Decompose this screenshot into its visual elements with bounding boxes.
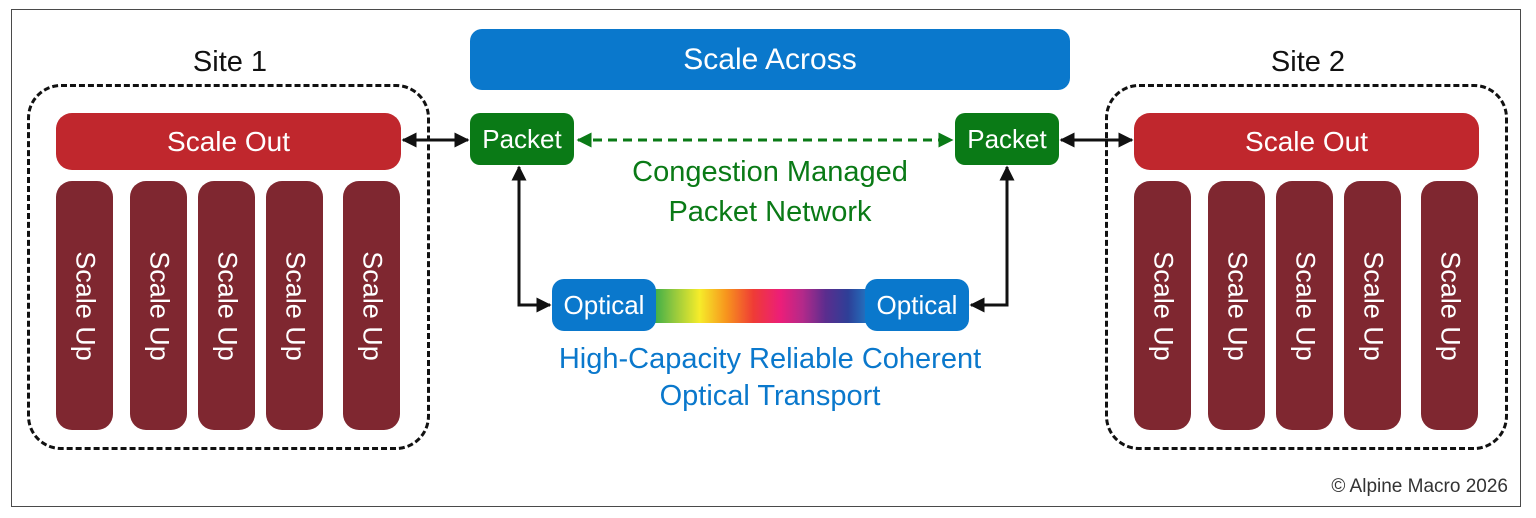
site-2-scale-out: Scale Out (1134, 113, 1479, 170)
site-2-scale-up-2: Scale Up (1208, 181, 1265, 430)
site-1-scale-up-2: Scale Up (130, 181, 187, 430)
packet-node-right: Packet (955, 113, 1059, 165)
packet-label: Packet (482, 123, 562, 154)
site-1-scale-up-1: Scale Up (56, 181, 113, 430)
packet-label: Packet (967, 123, 1047, 154)
arrow-packet-left-to-optical-left (511, 165, 552, 313)
optical-node-right: Optical (865, 279, 969, 331)
site-2-boundary (1105, 84, 1508, 450)
site-2-title: Site 2 (1270, 46, 1346, 78)
diagram-frame (11, 9, 1521, 507)
site-2-scale-up-5: Scale Up (1421, 181, 1478, 430)
site-1-boundary (27, 84, 430, 450)
packet-network-caption: Congestion Managed Packet Network (560, 152, 980, 232)
arrow-packet-right-to-optical-right (969, 165, 1015, 313)
site-1-scale-out-label: Scale Out (167, 125, 290, 157)
optical-transport-caption-line-2: Optical Transport (659, 380, 881, 412)
optical-transport-caption: High-Capacity Reliable Coherent Optical … (500, 341, 1040, 415)
site-2-scale-up-4: Scale Up (1344, 181, 1401, 430)
packet-network-caption-line-2: Packet Network (668, 196, 872, 228)
packet-node-left: Packet (470, 113, 574, 165)
copyright-notice: © Alpine Macro 2026 (1331, 476, 1508, 497)
site-1-scale-up-3: Scale Up (198, 181, 255, 430)
optical-spectrum-link (650, 289, 875, 323)
scale-across-box: Scale Across (470, 29, 1070, 90)
optical-node-left: Optical (552, 279, 656, 331)
site-1-scale-out: Scale Out (56, 113, 401, 170)
site-1-title: Site 1 (192, 46, 268, 78)
site-1-scale-up-4: Scale Up (266, 181, 323, 430)
optical-label: Optical (876, 289, 958, 320)
site-2-scale-up-3: Scale Up (1276, 181, 1333, 430)
site-1-scale-up-5: Scale Up (343, 181, 400, 430)
scale-across-label: Scale Across (683, 42, 857, 76)
packet-network-caption-line-1: Congestion Managed (632, 156, 908, 188)
site-2-scale-up-1: Scale Up (1134, 181, 1191, 430)
optical-label: Optical (563, 289, 645, 320)
optical-transport-caption-line-1: High-Capacity Reliable Coherent (558, 343, 982, 375)
site-2-scale-out-label: Scale Out (1245, 125, 1368, 157)
